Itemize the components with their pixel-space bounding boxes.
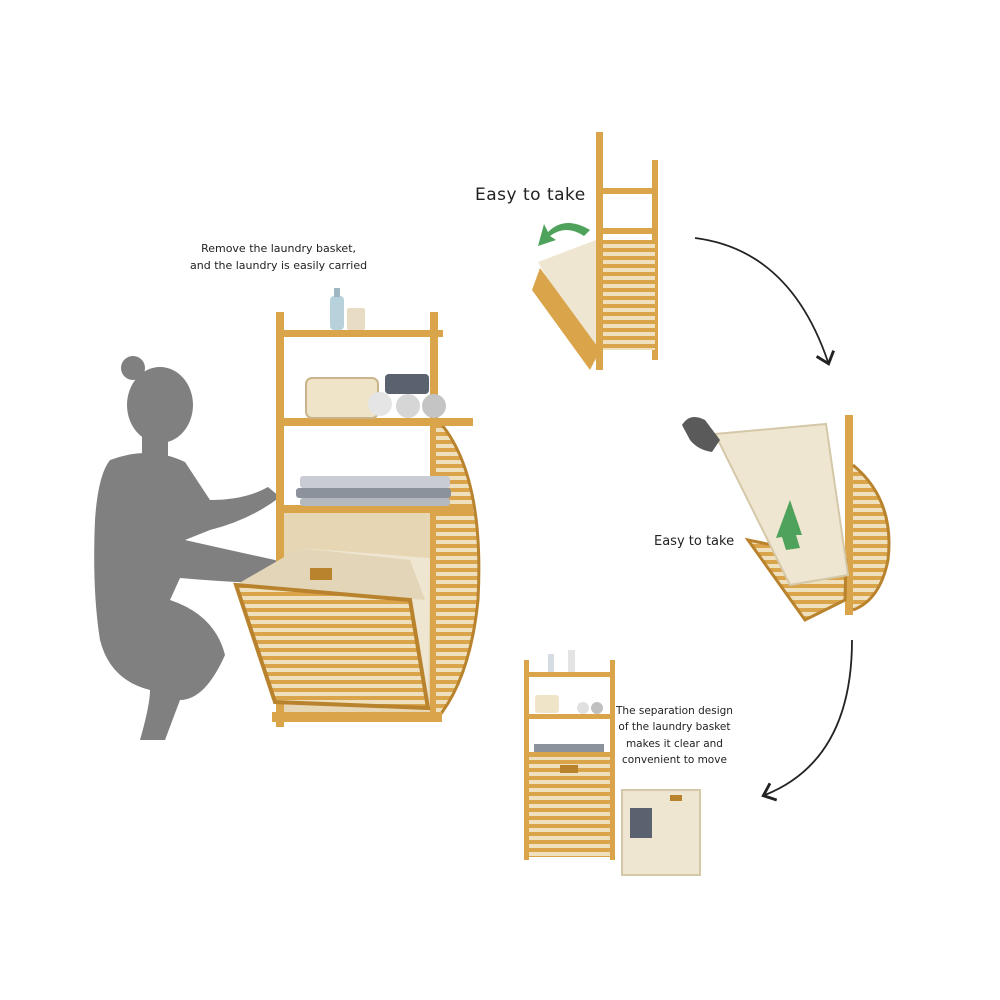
green-arrow-icon — [776, 500, 802, 550]
curved-arrow-icon — [694, 237, 853, 802]
caption-line: and the laundry is easily carried — [190, 259, 368, 273]
woman-silhouette-icon — [94, 356, 300, 740]
caption-separation-design: The separation design of the laundry bas… — [616, 703, 733, 768]
cabinet-separated-view — [524, 650, 701, 876]
laundry-cabinet-main — [233, 288, 481, 727]
caption-easy-to-take-top: Easy to take — [475, 185, 586, 205]
cabinet-lift-view — [682, 415, 891, 622]
hand-icon — [682, 416, 720, 452]
cabinet-tilt-view — [532, 132, 658, 370]
caption-line: makes it clear and — [625, 737, 723, 750]
caption-line: The separation design — [616, 705, 733, 717]
caption-line: of the laundry basket — [618, 721, 731, 734]
caption-line: Remove the laundry basket, — [201, 242, 357, 255]
caption-remove-basket: Remove the laundry basket, and the laund… — [190, 240, 367, 274]
caption-line: convenient to move — [622, 753, 727, 766]
green-arrow-icon — [538, 222, 590, 246]
caption-easy-to-take-middle: Easy to take — [654, 534, 735, 549]
